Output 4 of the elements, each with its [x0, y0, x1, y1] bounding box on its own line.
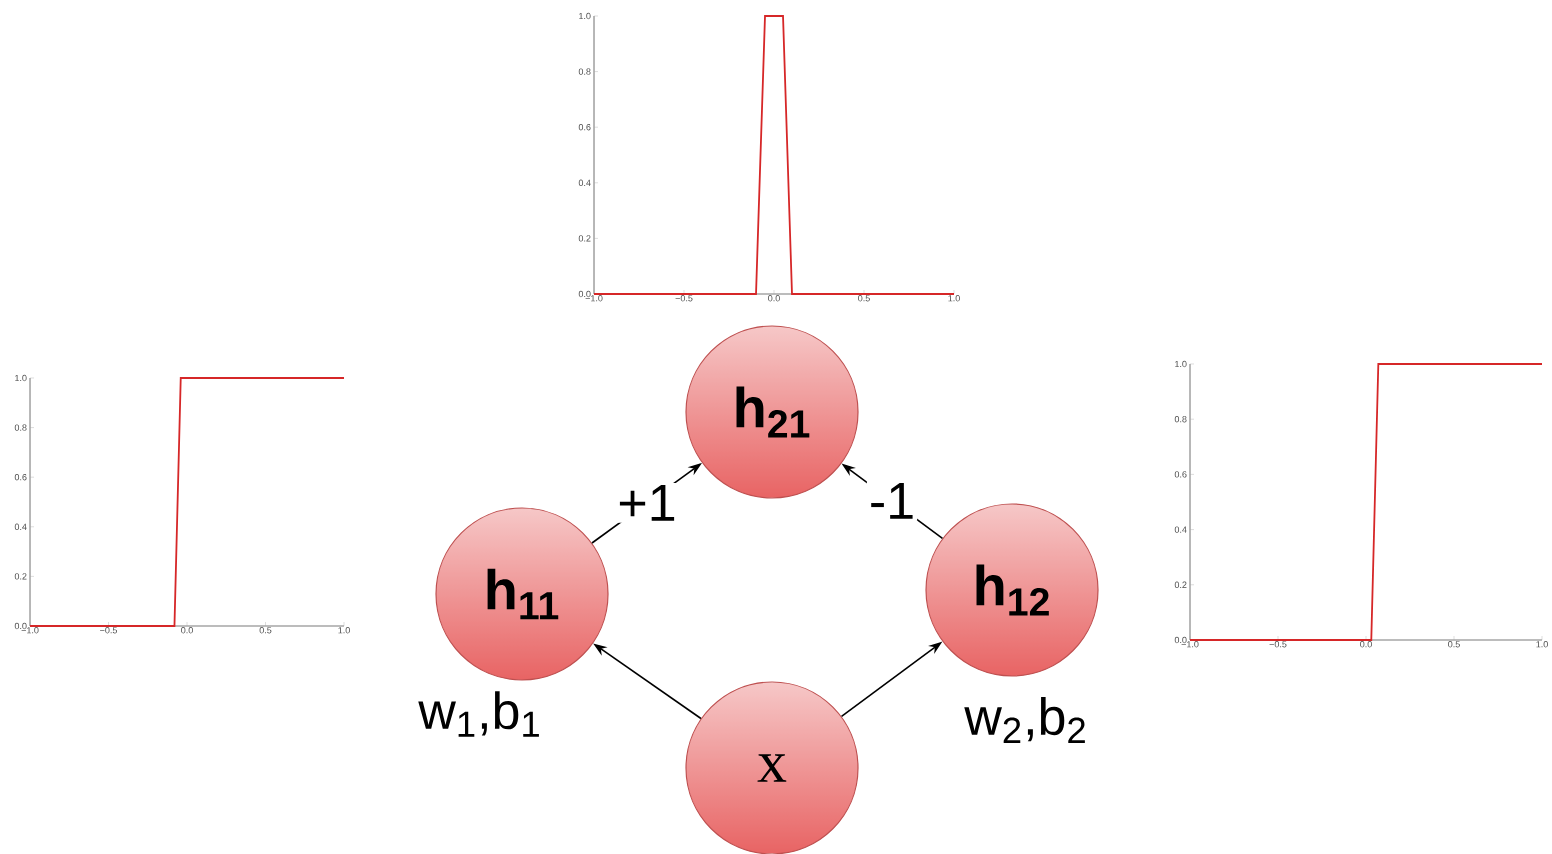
weight-label: w$_{2}$,b$_{2}$ — [964, 697, 1085, 743]
edge-label: -1 — [866, 481, 918, 521]
edge-label: +1 — [615, 483, 679, 523]
weight-label: w$_{1}$,b$_{1}$ — [418, 691, 539, 737]
